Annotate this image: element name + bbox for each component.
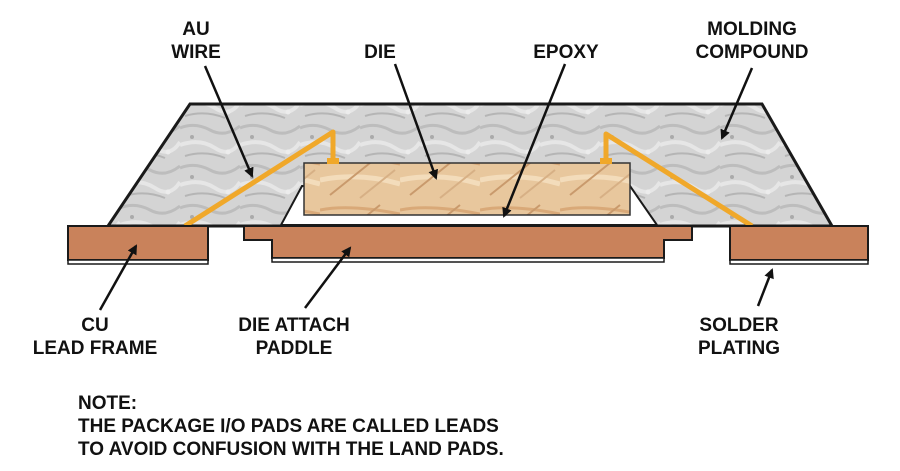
die-label: DIE bbox=[364, 42, 396, 63]
die-block bbox=[303, 162, 631, 216]
epoxy-label: EPOXY bbox=[533, 42, 599, 63]
cu-lead-frame-label-line2: LEAD FRAME bbox=[33, 338, 158, 359]
cu-lead-frame-label-line1: CU bbox=[81, 315, 108, 336]
note-line-2: TO AVOID CONFUSION WITH THE LAND PADS. bbox=[78, 439, 504, 460]
molding-arrow bbox=[720, 67, 754, 140]
die-attach-paddle-label-line1: DIE ATTACH bbox=[238, 315, 350, 336]
right-solder-plating bbox=[729, 259, 869, 265]
left-cu-lead bbox=[67, 225, 209, 261]
au-wire-label-line1: AU bbox=[182, 19, 209, 40]
die-attach-paddle bbox=[243, 225, 693, 259]
cu-lead-frame-arrow bbox=[98, 244, 138, 311]
right-au-wire bbox=[603, 131, 754, 229]
solder-plating-label-line2: PLATING bbox=[698, 338, 780, 359]
note-line-1: THE PACKAGE I/O PADS ARE CALLED LEADS bbox=[78, 416, 499, 437]
au-wire-arrow bbox=[203, 65, 254, 178]
solder-plating-label-line1: SOLDER bbox=[699, 315, 778, 336]
left-bond-pad bbox=[327, 158, 339, 164]
paddle-solder-plating bbox=[271, 257, 665, 263]
right-bond-pad bbox=[600, 158, 612, 164]
right-cu-lead bbox=[729, 225, 869, 261]
paddle-arrow bbox=[304, 246, 352, 309]
solder-plating-arrow bbox=[756, 268, 774, 307]
note-heading: NOTE: bbox=[78, 393, 137, 414]
die-arrow bbox=[393, 63, 438, 180]
epoxy-arrow bbox=[502, 63, 567, 218]
au-wire-label-line2: WIRE bbox=[171, 42, 221, 63]
left-au-wire bbox=[183, 129, 336, 229]
left-solder-plating bbox=[67, 259, 209, 265]
molding-compound-label-line2: COMPOUND bbox=[696, 42, 809, 63]
molding-compound-label-line1: MOLDING bbox=[707, 19, 797, 40]
die-attach-paddle-label-line2: PADDLE bbox=[256, 338, 333, 359]
